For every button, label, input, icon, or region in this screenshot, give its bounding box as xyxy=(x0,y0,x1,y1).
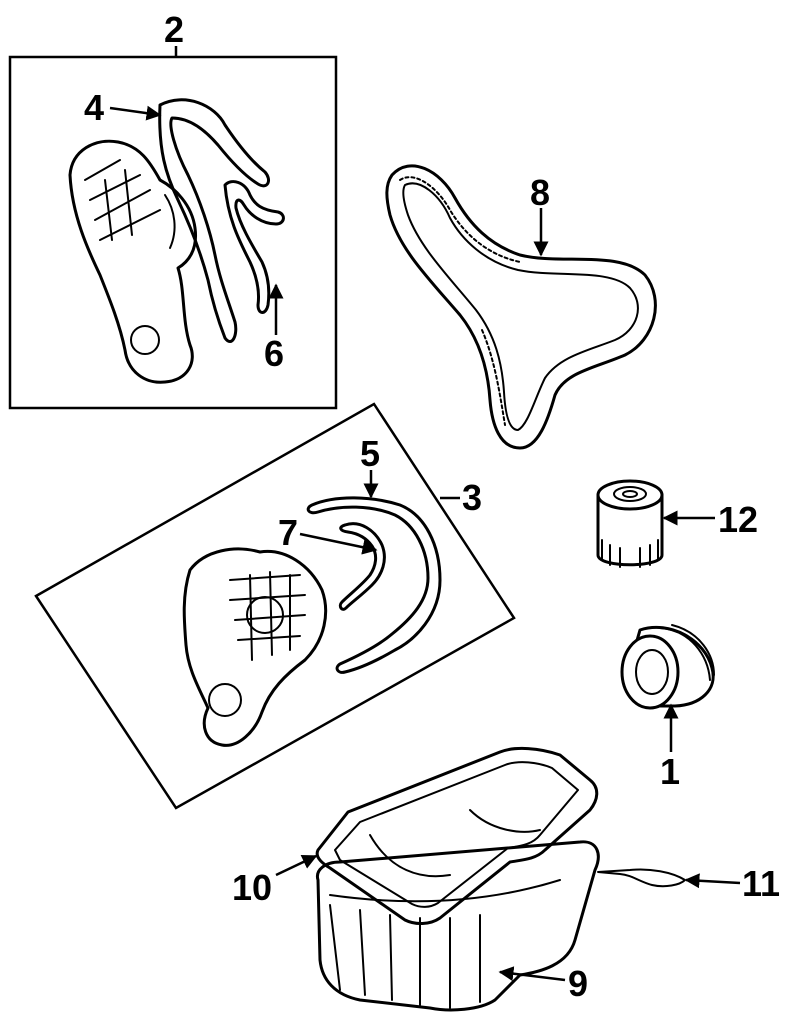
gasket-4 xyxy=(158,98,270,344)
callout-9: 9 xyxy=(568,963,588,1004)
callout-10: 10 xyxy=(232,867,272,908)
callout-5: 5 xyxy=(360,433,380,474)
callout-10-leader xyxy=(275,854,318,877)
oil-filter xyxy=(596,479,664,568)
drain-plug xyxy=(597,868,686,888)
callout-3: 3 xyxy=(462,477,482,518)
callout-8: 8 xyxy=(530,172,550,213)
callout-11-leader xyxy=(684,873,741,889)
lower-timing-cover xyxy=(182,547,328,747)
callout-7-leader xyxy=(299,532,378,555)
gasket-7 xyxy=(338,522,386,611)
timing-belt xyxy=(385,164,657,450)
kit-box-lower xyxy=(34,402,516,810)
kit-box-upper xyxy=(8,55,338,410)
callout-9-leader xyxy=(498,966,566,982)
oil-pan xyxy=(315,840,600,1012)
callout-1: 1 xyxy=(660,751,680,792)
callout-4-leader xyxy=(109,105,162,121)
gasket-5 xyxy=(306,496,442,674)
callout-11: 11 xyxy=(742,863,780,904)
callout-6: 6 xyxy=(264,333,284,374)
gasket-6 xyxy=(223,180,285,314)
callout-4: 4 xyxy=(84,87,104,128)
callout-12: 12 xyxy=(718,499,758,540)
oil-pan-gasket xyxy=(315,746,599,925)
oil-pan-assembly xyxy=(315,746,686,1012)
callout-2: 2 xyxy=(164,9,184,50)
callout-7: 7 xyxy=(278,512,298,553)
crank-pulley xyxy=(620,624,715,710)
upper-timing-cover xyxy=(68,139,198,384)
